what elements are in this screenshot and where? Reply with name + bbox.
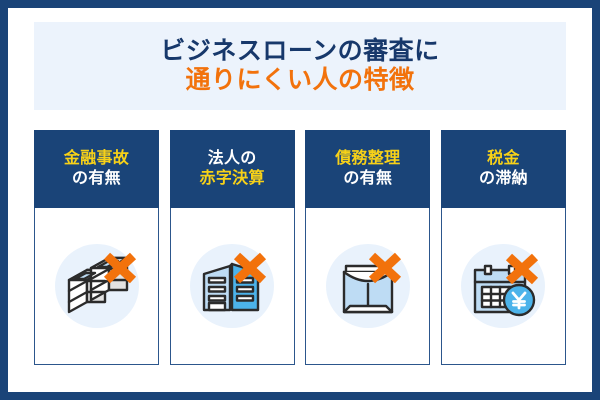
- card-title-plain: 法人の: [207, 149, 257, 167]
- card-header: 金融事故 の有無: [34, 130, 159, 208]
- feature-card-kinyu-jiko: 金融事故 の有無: [34, 130, 159, 365]
- card-title-plain: の有無: [72, 169, 121, 187]
- card-title-accent: 税金: [487, 149, 520, 167]
- card-body: [34, 208, 159, 365]
- card-body: [305, 208, 431, 365]
- cash-bundles-icon: [67, 252, 136, 314]
- icon-wrap: [320, 238, 416, 334]
- icon-wrap: [49, 238, 145, 334]
- card-title-accent: 金融事故: [63, 149, 130, 167]
- card-body: [440, 208, 566, 365]
- feature-card-row: 金融事故 の有無: [34, 130, 566, 365]
- office-building-icon: [202, 252, 267, 312]
- yen-symbol: [512, 291, 527, 310]
- card-title-accent: 赤字決算: [199, 169, 265, 187]
- feature-card-akaji-kessan: 法人の 赤字決算: [169, 130, 295, 365]
- card-header: 法人の 赤字決算: [169, 130, 295, 208]
- card-header: 債務整理 の有無: [305, 130, 431, 208]
- feature-card-saimu-seiri: 債務整理 の有無: [305, 130, 431, 365]
- card-title-accent: 債務整理: [335, 149, 401, 167]
- cross-mark: [234, 252, 267, 284]
- card-body: [169, 208, 295, 365]
- page-title-line-2: 通りにくい人の特徴: [185, 66, 415, 94]
- cross-mark: [368, 252, 401, 284]
- document-envelope-icon: [342, 252, 401, 314]
- icon-wrap: [455, 238, 551, 334]
- cross-mark: [103, 252, 136, 284]
- feature-card-zeikin-tainou: 税金 の滞納: [440, 130, 566, 365]
- icon-wrap: [184, 238, 280, 334]
- page-title-line-1: ビジネスローンの審査に: [160, 37, 440, 65]
- title-banner: ビジネスローンの審査に 通りにくい人の特徴: [34, 22, 566, 110]
- card-title-plain: の滞納: [479, 169, 528, 187]
- card-header: 税金 の滞納: [440, 130, 566, 208]
- cross-mark: [506, 253, 539, 285]
- calendar-yen-icon: [474, 253, 539, 317]
- card-title-plain: の有無: [343, 169, 393, 187]
